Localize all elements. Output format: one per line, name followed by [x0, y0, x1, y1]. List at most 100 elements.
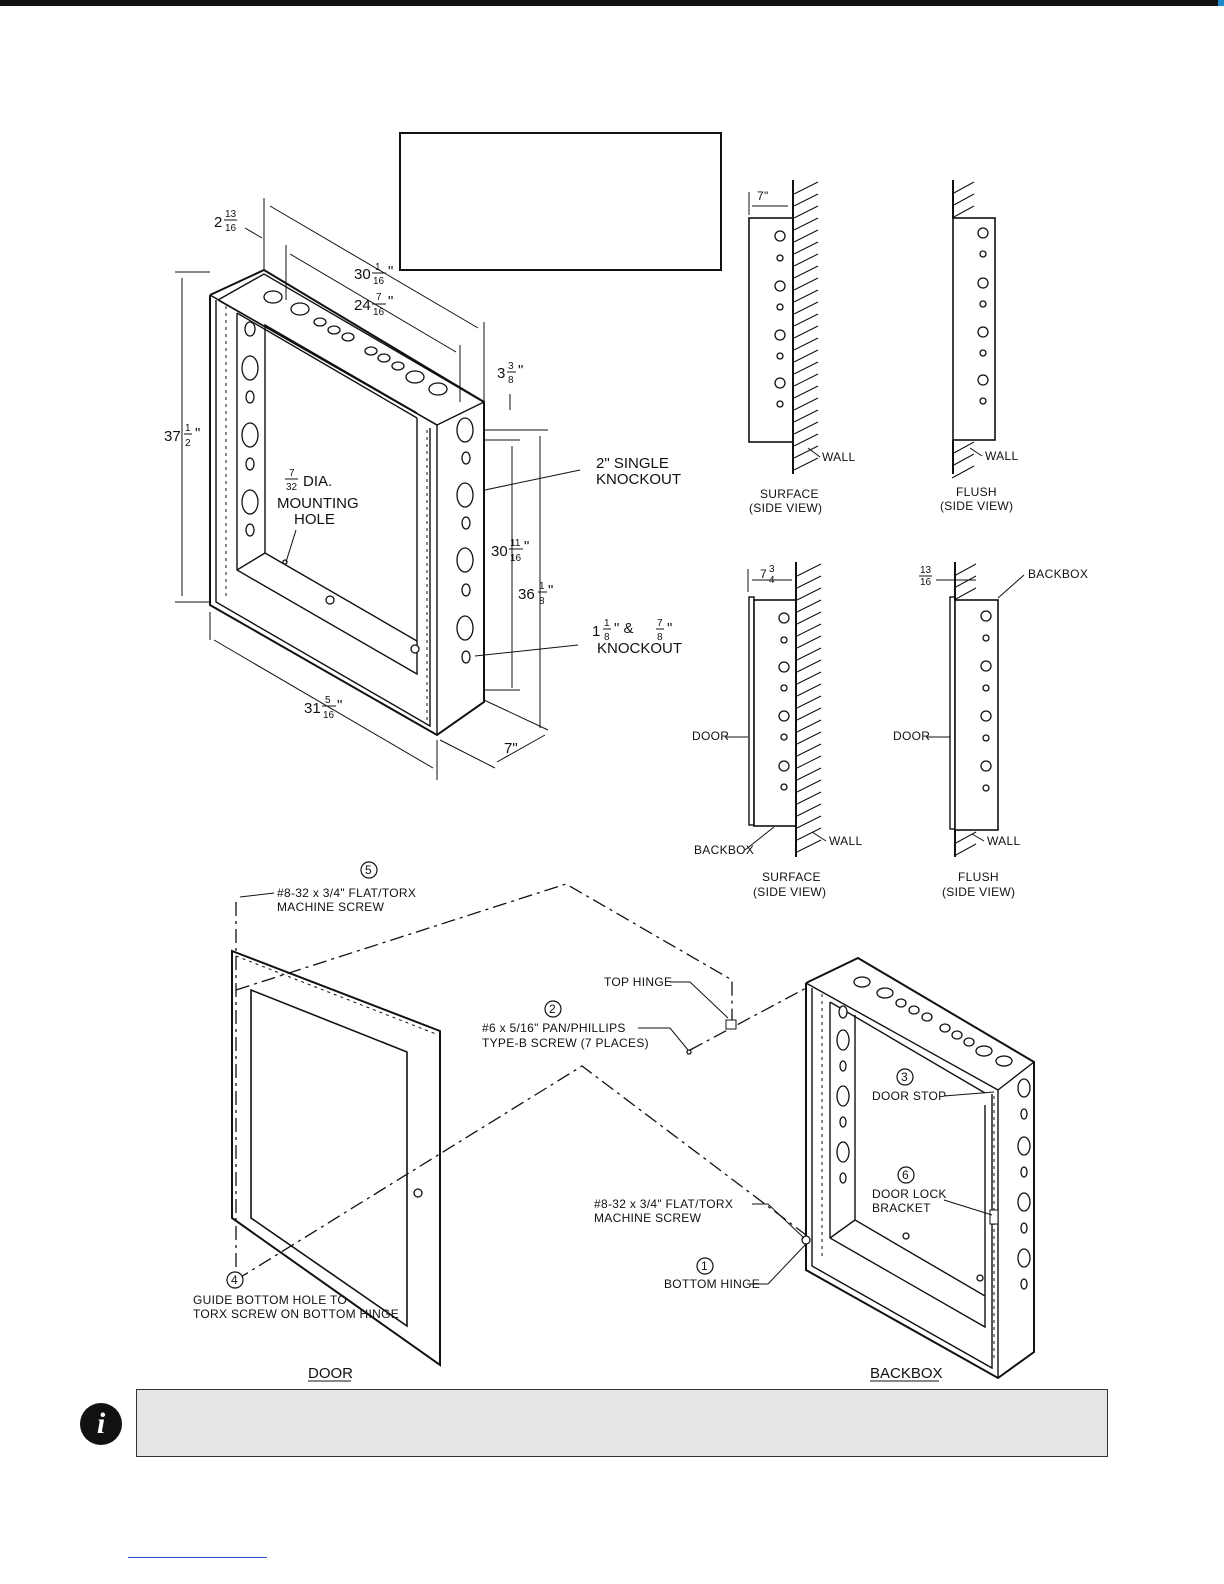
svg-text:": ": [388, 293, 393, 310]
svg-text:13: 13: [920, 565, 932, 576]
svg-text:7: 7: [657, 618, 663, 629]
svg-text:DOOR: DOOR: [308, 1365, 353, 1382]
svg-text:": ": [667, 620, 672, 637]
svg-text:MOUNTING: MOUNTING: [277, 495, 359, 512]
svg-text:30: 30: [491, 543, 508, 560]
svg-text:(SIDE VIEW): (SIDE VIEW): [940, 499, 1013, 513]
svg-text:1: 1: [185, 423, 191, 434]
hatch-line: [951, 193, 975, 207]
svg-text:BRACKET: BRACKET: [872, 1201, 931, 1215]
svg-text:13: 13: [225, 209, 237, 220]
svg-text:TOP HINGE: TOP HINGE: [604, 975, 672, 989]
backbox-title: BACKBOX: [870, 1365, 943, 1382]
hatch-line: [796, 779, 822, 793]
svg-text:DOOR: DOOR: [692, 729, 729, 743]
callout-top-hinge: TOP HINGE: [604, 975, 729, 1019]
svg-text:FLUSH: FLUSH: [956, 485, 997, 499]
top-rule: [0, 0, 1224, 6]
svg-text:3: 3: [497, 365, 505, 382]
svg-text:DOOR LOCK: DOOR LOCK: [872, 1187, 947, 1201]
svg-text:(SIDE VIEW): (SIDE VIEW): [942, 885, 1015, 899]
hatch-line: [796, 719, 822, 733]
svg-text:WALL: WALL: [822, 450, 855, 464]
callout-1: 1 BOTTOM HINGE: [664, 1243, 807, 1291]
hatch-line: [793, 385, 819, 399]
dim-36-1-8: 36 1 8 ": [518, 581, 553, 607]
svg-text:2: 2: [185, 438, 191, 449]
hatch-line: [796, 587, 822, 601]
svg-text:36: 36: [518, 586, 535, 603]
svg-text:16: 16: [373, 276, 385, 287]
svg-text:WALL: WALL: [829, 834, 862, 848]
hatch-line: [793, 337, 819, 351]
svg-text:TYPE-B SCREW (7 PLACES): TYPE-B SCREW (7 PLACES): [482, 1036, 649, 1050]
single-knockout-label: 2" SINGLE KNOCKOUT: [596, 455, 681, 488]
hatch-line: [796, 767, 822, 781]
surface-side-view-door: 7 3 4 DOOR BACKBOX WALL SURFACE (SIDE VI…: [692, 562, 862, 899]
svg-text:" &: " &: [614, 620, 634, 637]
svg-text:16: 16: [510, 553, 522, 564]
hatch-line: [796, 827, 822, 841]
dimension-lines: [175, 198, 581, 780]
callout-2: 2 #6 x 5/16" PAN/PHILLIPS TYPE-B SCREW (…: [482, 1000, 689, 1051]
svg-text:3: 3: [769, 564, 775, 575]
knockout-1-1-8-label: 1 1 8 " & 7 8 " KNOCKOUT: [592, 618, 682, 657]
svg-text:11: 11: [510, 538, 521, 549]
hatch-line: [953, 843, 977, 857]
svg-text:GUIDE BOTTOM HOLE TO: GUIDE BOTTOM HOLE TO: [193, 1293, 347, 1307]
footer-link-underline[interactable]: [128, 1557, 267, 1558]
callout-bottom-machine-screw: #8-32 x 3/4" FLAT/TORX MACHINE SCREW: [594, 1197, 805, 1239]
svg-text:HOLE: HOLE: [294, 511, 335, 528]
hatch-line: [951, 453, 975, 467]
svg-text:": ": [337, 697, 342, 714]
hatch-line: [796, 599, 822, 613]
callout-6: 6 DOOR LOCK BRACKET: [872, 1166, 993, 1216]
dim-7: 7": [504, 740, 518, 757]
hatch-line: [796, 815, 822, 829]
hatch-line: [793, 265, 819, 279]
hatch-line: [796, 683, 822, 697]
hatch-line: [796, 659, 822, 673]
hatch-line: [796, 791, 822, 805]
svg-text:6: 6: [902, 1168, 909, 1182]
hatch-line: [793, 253, 819, 267]
hatch-line: [793, 349, 819, 363]
hatch-line: [796, 647, 822, 661]
assembly-lines: [235, 883, 809, 1281]
hatch-line: [796, 695, 822, 709]
backbox-open-drawing: [686, 956, 1035, 1380]
flush-side-view-top: WALL FLUSH (SIDE VIEW): [940, 180, 1018, 513]
callout-5: 5 #8-32 x 3/4" FLAT/TORX MACHINE SCREW: [239, 861, 416, 914]
svg-text:8: 8: [657, 632, 663, 643]
dim-2-13-16: 2 13 16: [214, 209, 237, 234]
hatch-line: [793, 373, 819, 387]
svg-text:BACKBOX: BACKBOX: [870, 1365, 943, 1382]
svg-text:3: 3: [508, 361, 514, 372]
hatch-line: [793, 409, 819, 423]
svg-text:7: 7: [376, 292, 382, 303]
dim-30-1-16: 30 1 16 ": [354, 262, 393, 287]
note-box: [136, 1389, 1108, 1457]
hatch-line: [793, 457, 819, 471]
svg-text:": ": [388, 263, 393, 280]
hatch-line: [793, 229, 819, 243]
svg-text:#8-32 x 3/4" FLAT/TORX: #8-32 x 3/4" FLAT/TORX: [594, 1197, 733, 1211]
svg-text:1: 1: [375, 262, 381, 273]
svg-text:TORX SCREW ON BOTTOM HINGE: TORX SCREW ON BOTTOM HINGE: [193, 1307, 399, 1321]
hatch-line: [796, 611, 822, 625]
hatch-line: [796, 575, 822, 589]
hatch-line: [951, 465, 975, 479]
hatch-line: [793, 325, 819, 339]
svg-text:#8-32 x 3/4" FLAT/TORX: #8-32 x 3/4" FLAT/TORX: [277, 886, 416, 900]
svg-text:MACHINE SCREW: MACHINE SCREW: [277, 900, 385, 914]
hatch-line: [793, 421, 819, 435]
svg-text:WALL: WALL: [985, 449, 1018, 463]
dim-3-3-8: 3 3 8 ": [497, 361, 523, 386]
mounting-hole-label: 7 32 DIA. MOUNTING HOLE: [277, 468, 359, 528]
callout-3: 3 DOOR STOP: [872, 1068, 995, 1103]
svg-text:WALL: WALL: [987, 834, 1020, 848]
dim-24-7-16: 24 7 16 ": [354, 292, 393, 318]
svg-text:5: 5: [365, 863, 372, 877]
svg-text:37: 37: [164, 428, 181, 445]
svg-text:FLUSH: FLUSH: [958, 870, 999, 884]
